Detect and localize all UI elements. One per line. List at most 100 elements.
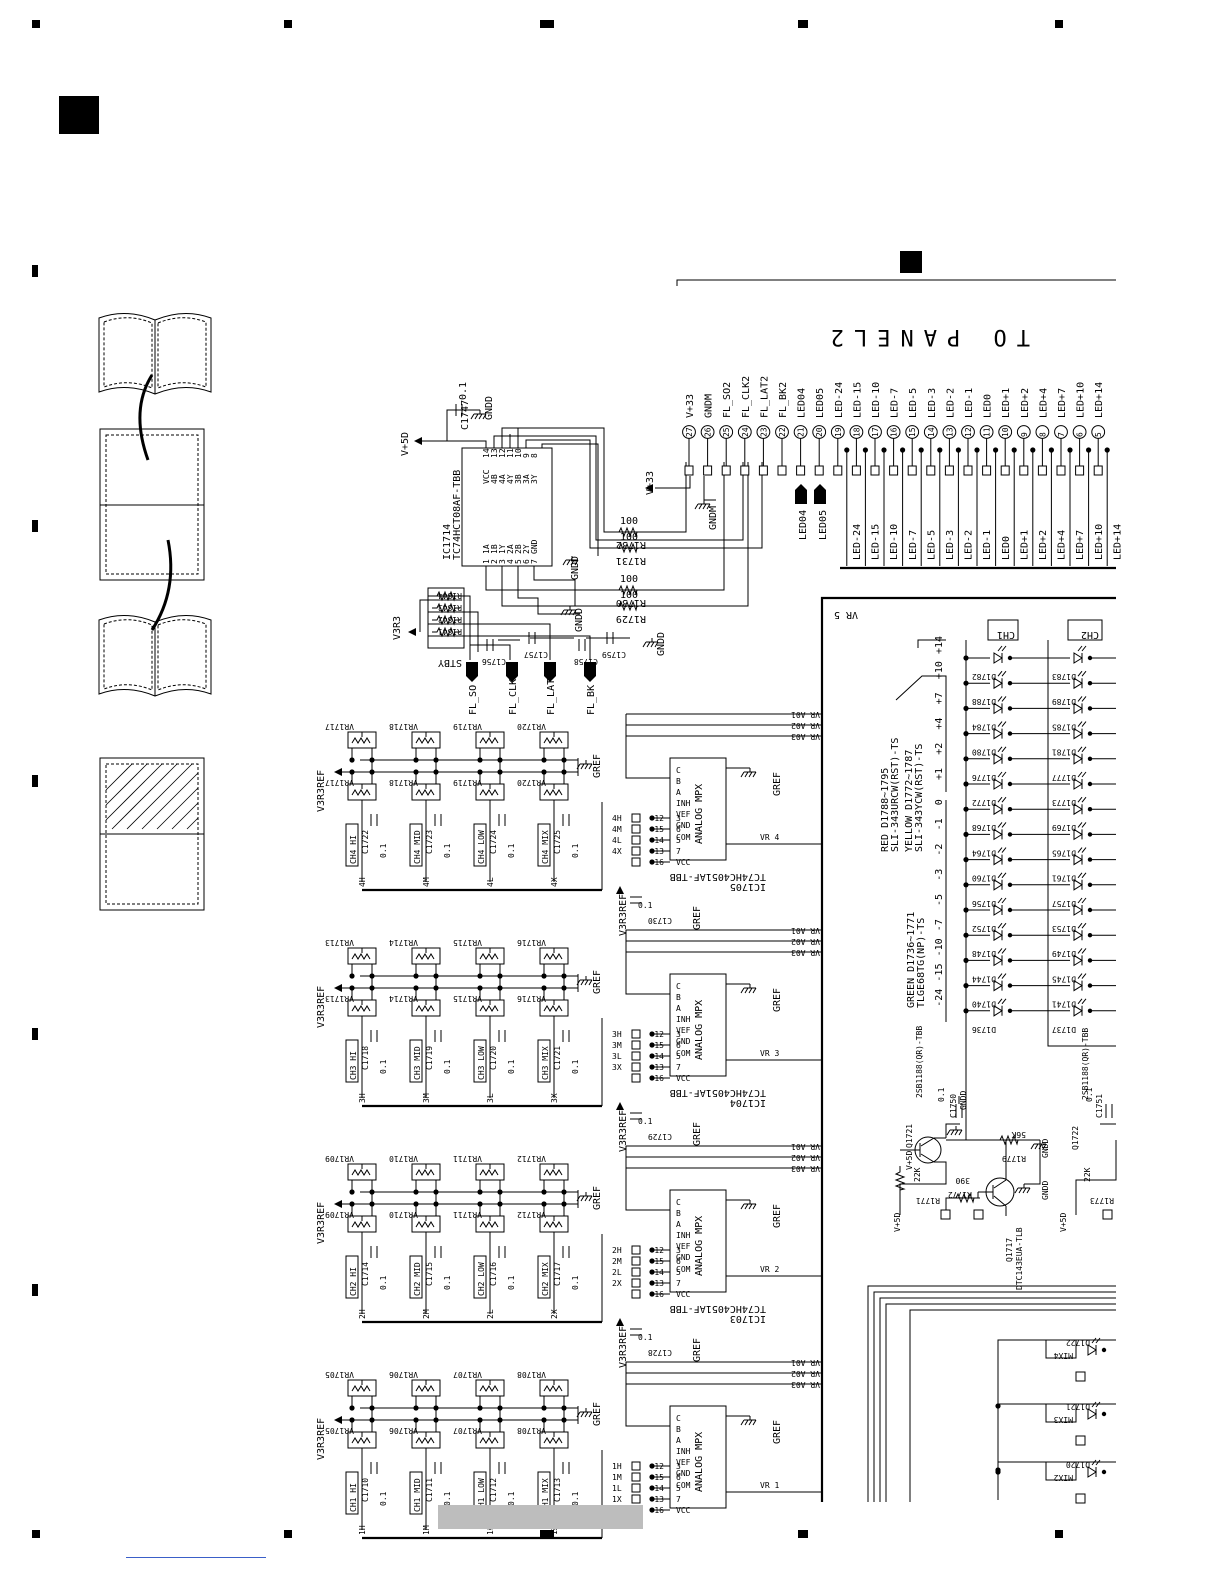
- pot-ref: VR1705: [325, 1370, 354, 1379]
- pullup-ref: R1842: [438, 615, 462, 624]
- junction-dot: [541, 1405, 547, 1411]
- side-mark: [32, 775, 38, 787]
- pot-ref: VR1709: [325, 1154, 354, 1163]
- ic1714-pin-number: 11: [506, 448, 515, 458]
- ic1714-pin-name: 2B: [514, 544, 523, 554]
- mpx-cap-value: 0.1: [638, 901, 653, 910]
- led-bus-label: LED-10: [889, 524, 900, 560]
- analog-mpx-body: [669, 757, 727, 861]
- connector-terminal: [982, 465, 992, 476]
- input-arrow: [466, 662, 478, 682]
- mpx-input-terminal: [631, 1256, 641, 1266]
- mpx-bus-label: 4H: [612, 814, 622, 823]
- q1721-ref: Q1721: [905, 1124, 914, 1148]
- connector-terminal: [1019, 465, 1029, 476]
- mpx-pin-number: 16: [654, 1074, 664, 1083]
- c1747-value: 0.1: [458, 382, 469, 400]
- connector-pin-number: 7: [1057, 432, 1066, 437]
- vra-label: VR A02: [791, 937, 820, 946]
- capacitor-C1722: [370, 814, 378, 826]
- led-light-icon: [997, 721, 1007, 727]
- vra-label: VR A01: [791, 1358, 820, 1367]
- mpx-ref: IC1703: [730, 1313, 766, 1324]
- connector-pin-name: LED+14: [1094, 382, 1105, 418]
- pot-ref: VR1717: [325, 722, 354, 731]
- channel-bus-label: 3L: [486, 1093, 495, 1103]
- channel-label-box: [473, 823, 487, 867]
- junction-dot: [649, 1496, 655, 1502]
- flow-arrow: [138, 374, 154, 461]
- mpx-ref: IC1704: [730, 1097, 766, 1108]
- mpx-bus-label: 4L: [612, 836, 622, 845]
- capacitor-value: 0.1: [507, 843, 516, 858]
- junction-dot: [1007, 882, 1013, 887]
- analog-mpx-title: ANALOG MPX: [694, 1432, 705, 1492]
- resistor-value: 100: [620, 532, 638, 543]
- gref-label: GREF: [592, 1186, 603, 1210]
- capacitor-ref: C1721: [553, 1046, 562, 1070]
- mpx-pin-name: INH: [676, 1015, 691, 1024]
- capacitor-ref: C1714: [361, 1262, 370, 1286]
- ch1-led-ref: D1756: [972, 899, 996, 908]
- mpx-cap-ref: C1728: [648, 1348, 672, 1357]
- mpx-pin-name: 5: [676, 1268, 681, 1277]
- v3r3ref-label: V3R3REF: [316, 986, 327, 1028]
- mix-label-mix3: MIX3: [1054, 1415, 1073, 1424]
- channel-bus-label: 4L: [486, 877, 495, 887]
- mpx-bus-label: 3M: [612, 1041, 622, 1050]
- led-light-icon: [1077, 746, 1087, 753]
- connector-pin-number: 16: [890, 427, 899, 437]
- q1722-part: 2SB1188(QR)-TBB: [1081, 1028, 1090, 1100]
- ch2-led-D1785: [1073, 702, 1083, 715]
- ch2-led-D1769: [1073, 803, 1083, 816]
- channel-bus-label: 3X: [550, 1093, 559, 1103]
- led-light-icon: [1091, 1459, 1101, 1466]
- connector-pin-number: 23: [759, 427, 768, 437]
- channel-label-box: [409, 1255, 423, 1299]
- junction-dot: [649, 1474, 655, 1480]
- pot-ref: VR1709: [325, 1210, 354, 1219]
- mpx-pin-number: 12: [654, 1030, 664, 1039]
- ch1-led-D1740: [993, 979, 1003, 992]
- capacitor-value: 0.1: [443, 1275, 452, 1290]
- mpx-ground: [740, 984, 757, 994]
- pot-ref: VR1716: [517, 938, 546, 947]
- ch2-led-ref: D1783: [1052, 672, 1076, 681]
- ch2-led-D1753: [1073, 904, 1083, 916]
- mpx-input-terminal: [631, 1051, 641, 1061]
- pot-resistor: [479, 1221, 499, 1228]
- connector-pin-number: 21: [797, 427, 806, 437]
- led-legend-bracket: [917, 639, 947, 1022]
- mpx-pin-number: 16: [654, 1506, 664, 1515]
- v3r3-arrow: [408, 628, 416, 636]
- mpx-pin-number: 14: [654, 1268, 664, 1277]
- input-label-fl_bk: FL_BK: [586, 685, 597, 715]
- junction-dot: [1007, 731, 1013, 736]
- capacitor-C1716: [498, 1246, 506, 1258]
- buffer-wiring: [419, 404, 763, 660]
- junction-dot: [1007, 907, 1013, 913]
- v3r3ref-label: V3R3REF: [316, 1202, 327, 1244]
- v33-wire: [655, 476, 691, 489]
- mix-terminal: [1075, 1493, 1086, 1504]
- connector-pin-name: LED-1: [964, 388, 975, 418]
- connector-pin-number: 8: [1038, 432, 1047, 437]
- footer-link-line: [126, 1557, 266, 1558]
- capacitor-C1718: [370, 1030, 378, 1042]
- reg-mark: [540, 20, 554, 28]
- led-light-icon: [1077, 721, 1087, 727]
- junction-dot: [963, 781, 969, 787]
- pot-resistor: [351, 1221, 371, 1228]
- resistor-ref: R1730: [616, 597, 646, 608]
- junction-dot: [963, 857, 969, 863]
- mpx-pin-number: 16: [654, 1290, 664, 1299]
- v5d-arrow: [414, 437, 422, 445]
- mpx-pin-name: 6: [676, 1041, 681, 1050]
- junction-dot: [477, 1201, 483, 1207]
- ch2-led-ref: D1737: [1052, 1025, 1076, 1034]
- ch1-led-ref: D1752: [972, 924, 996, 933]
- vra-label: VR A03: [791, 1164, 820, 1173]
- ic1714-pin-name: 1Y: [498, 544, 507, 554]
- junction-dot: [413, 757, 419, 763]
- pot-resistor: [415, 1221, 435, 1228]
